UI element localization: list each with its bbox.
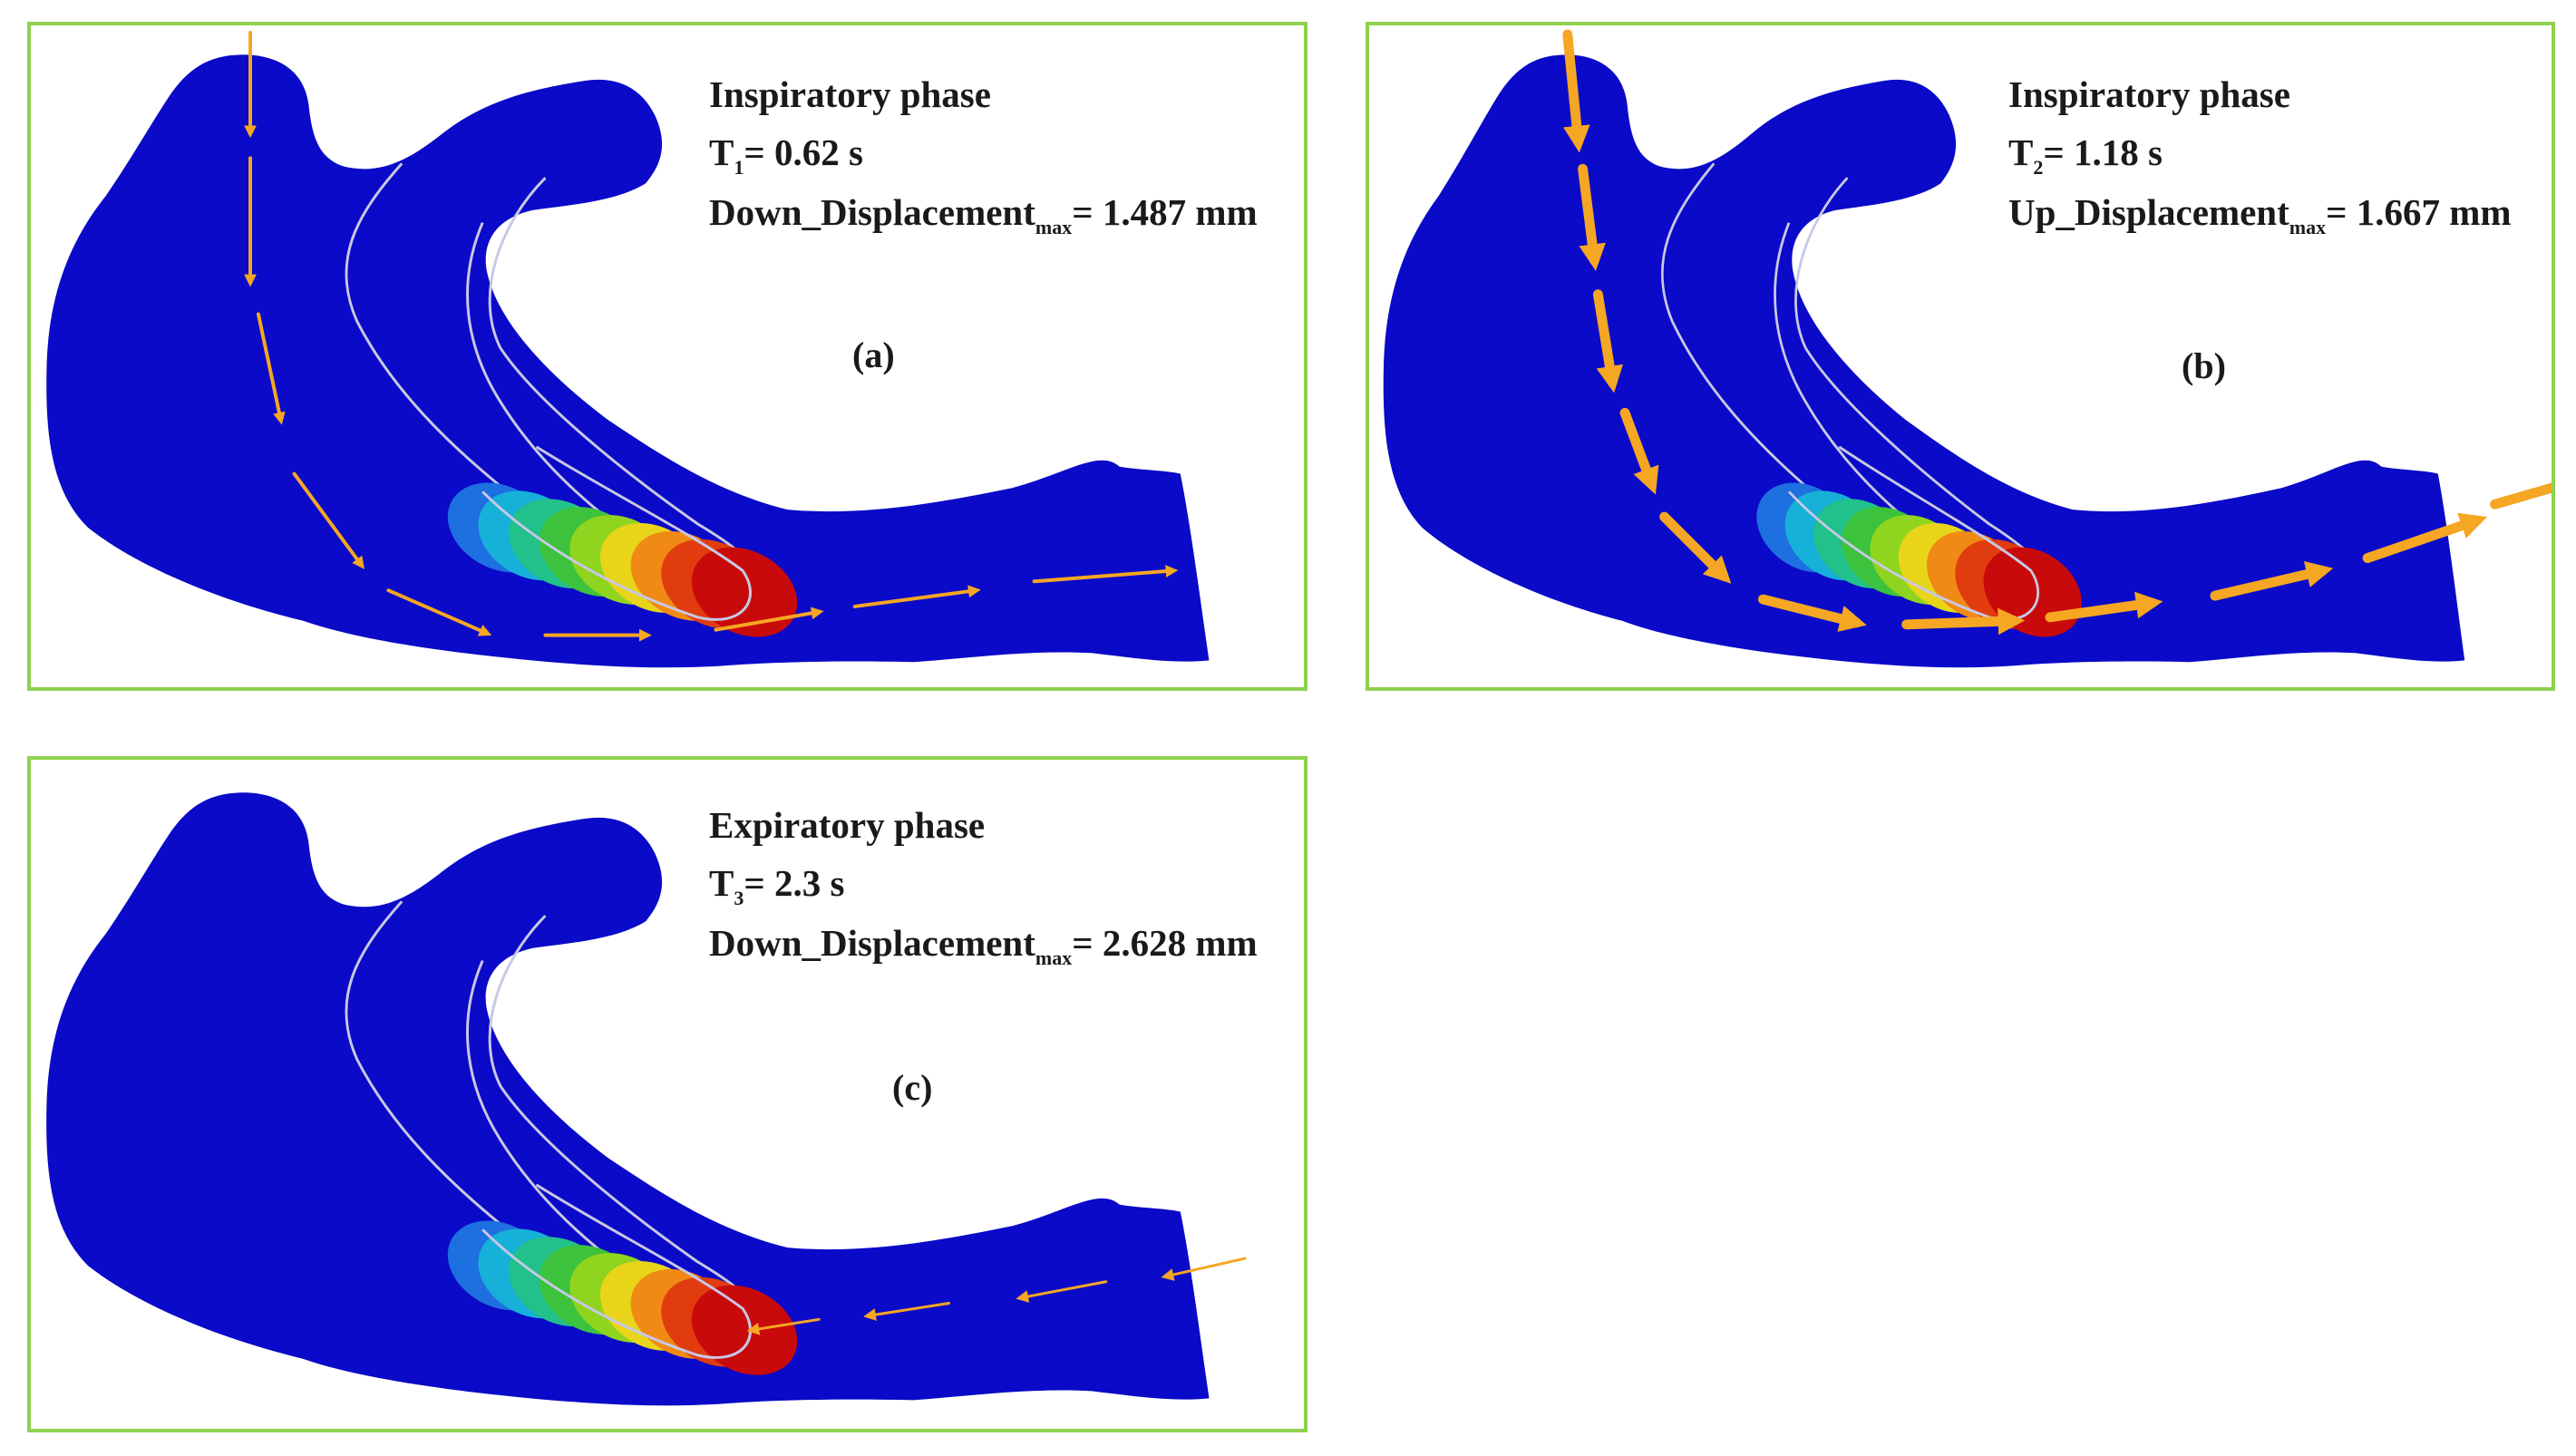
airflow-arrow [1901,607,2026,636]
airflow-arrow [1592,289,1623,393]
panel-tag: (c) [892,1067,933,1108]
airway-group [46,54,1210,668]
palate-tip-outline [481,445,752,621]
airway-simulation-b [1383,29,2552,668]
displacement-label: Up_Displacementmax= 1.667 mm [2008,191,2512,238]
panel-tag: (a) [852,335,895,375]
airflow-arrow [1578,163,1606,271]
airflow-arrow [292,471,365,569]
airflow-arrow [386,588,492,636]
phase-label: Inspiratory phase [709,73,991,115]
airflow-arrow [1659,511,1732,584]
time-label: T2= 1.18 s [2008,131,2163,179]
displacement-contour-band [691,1285,798,1375]
airflow-arrow [1016,1280,1108,1303]
displacement-label: Down_Displacementmax= 2.628 mm [709,922,1258,969]
airflow-arrow [863,1302,951,1321]
phase-label: Inspiratory phase [2008,73,2290,115]
panel-tag: (b) [2182,345,2226,386]
airflow-arrow [2045,591,2163,623]
airway-body [1383,54,2465,668]
palate-tip-outline [1788,445,2040,621]
airflow-arrow [1757,594,1867,632]
airflow-arrow [256,312,286,425]
airflow-arrow [2362,512,2487,564]
panel-a: Inspiratory phase T1= 0.62 s Down_Displa… [27,22,1307,691]
airway-body [46,792,1210,1406]
displacement-label: Down_Displacementmax= 1.487 mm [709,191,1258,238]
airflow-arrow [1161,1257,1247,1281]
panel-c: Expiratory phase T3= 2.3 s Down_Displace… [27,756,1307,1432]
palate-tip-outline [481,1183,752,1359]
airflow-arrow [746,1317,821,1335]
phase-label: Expiratory phase [709,804,986,846]
time-label: T3= 2.3 s [709,862,845,909]
airway-group [1383,54,2465,668]
displacement-contour-band [691,547,798,637]
time-label: T1= 0.62 s [709,131,863,179]
airflow-arrow [1619,407,1659,495]
airway-simulation-c [46,792,1247,1406]
airway-group [46,792,1210,1406]
airflow-arrow [2490,482,2552,510]
airway-simulation-a [46,30,1210,668]
airway-body [46,54,1210,668]
airflow-arrow [1562,29,1590,153]
panel-b: Inspiratory phase T2= 1.18 s Up_Displace… [1366,22,2555,691]
airflow-arrow [852,585,981,608]
airflow-arrow [2210,561,2334,601]
airflow-arrow [1032,565,1179,584]
airflow-arrow [714,607,824,632]
